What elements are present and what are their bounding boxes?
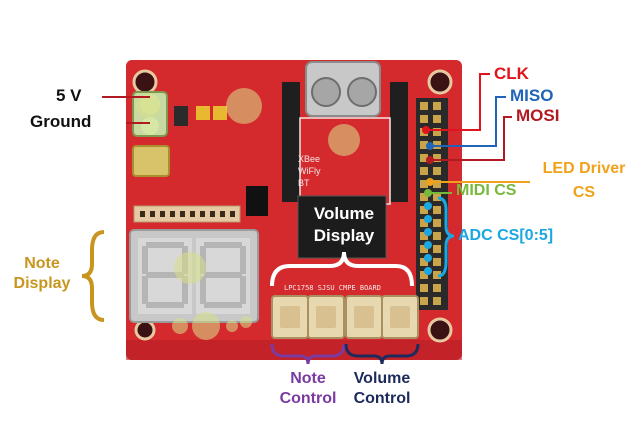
female-header-hole: [220, 211, 225, 217]
female-header-hole: [140, 211, 145, 217]
capacitor: [213, 106, 227, 120]
header-pin: [433, 284, 441, 292]
volume-display-label: Volume Display: [292, 204, 396, 245]
clk-pin-dot: [422, 126, 430, 134]
volume-control-label: Volume Control: [334, 370, 430, 409]
female-header-hole: [160, 211, 165, 217]
header-pin: [433, 206, 441, 214]
capacitor: [196, 106, 210, 120]
header-pin: [433, 102, 441, 110]
push-buttons: [271, 295, 419, 339]
mosi-pin-dot: [426, 156, 434, 164]
miso-pointer: [432, 96, 506, 147]
header-pin: [433, 219, 441, 227]
female-header: [133, 205, 241, 223]
note-control-line1: Note: [290, 370, 326, 387]
header-pin: [420, 193, 428, 201]
header-pin: [433, 271, 441, 279]
header-pin: [420, 102, 428, 110]
mosi-label: MOSI: [516, 106, 560, 125]
miso-pin-dot: [426, 142, 434, 150]
female-header-hole: [150, 211, 155, 217]
female-header-hole: [170, 211, 175, 217]
miso-label: MISO: [510, 86, 554, 105]
adc-cs-pin-dots: [424, 202, 432, 275]
volume-display-line2: Display: [313, 225, 375, 245]
midi-cs-label: MIDI CS: [456, 182, 517, 199]
header-pins: [420, 102, 441, 305]
mosi-pointer: [432, 116, 512, 161]
header-pin: [420, 232, 428, 240]
note-control-label: Note Control: [260, 370, 356, 409]
clk-pointer: [428, 73, 490, 131]
header-pin: [420, 167, 428, 175]
female-header-hole: [180, 211, 185, 217]
header-pin: [420, 141, 428, 149]
ground-label: Ground: [30, 112, 92, 131]
clk-label: CLK: [494, 64, 529, 83]
highlight-markers: [136, 88, 360, 340]
note-display-label: Note Display: [4, 255, 80, 294]
header-pin: [433, 128, 441, 136]
led-driver-cs-line2: CS: [572, 184, 596, 202]
mcu-chip: [297, 195, 387, 259]
header-pin: [433, 167, 441, 175]
board-silkscreen: LPC1758 SJSU CMPE BOARD: [284, 284, 381, 292]
header-pin: [420, 297, 428, 305]
header-pin: [433, 154, 441, 162]
header-pin: [433, 193, 441, 201]
xbee-socket: [282, 82, 408, 205]
note-control-line2: Control: [279, 390, 337, 408]
five-v-label: 5 V: [56, 86, 82, 105]
female-header-hole: [190, 211, 195, 217]
volume-control-line1: Volume: [353, 370, 411, 387]
battery-holder: [305, 61, 381, 117]
wifly-label: WiFly: [298, 166, 321, 176]
transistor: [246, 186, 268, 216]
mounting-holes: [132, 69, 453, 343]
led-driver-cs-label: LED Driver CS: [534, 160, 634, 203]
female-header-holes: [140, 211, 235, 217]
xbee-label: XBee: [298, 154, 320, 164]
header-pin: [433, 297, 441, 305]
female-header-hole: [230, 211, 235, 217]
header-pin: [433, 245, 441, 253]
header-pin: [420, 258, 428, 266]
note-display-line2: Display: [13, 275, 71, 293]
header-pin: [420, 115, 428, 123]
midi-cs-pin-dot: [424, 189, 432, 197]
led-driver-cs-pin-dot: [426, 178, 434, 186]
header-pin: [433, 180, 441, 188]
volume-control-brace: [344, 343, 420, 365]
note-control-brace: [270, 343, 346, 365]
volume-control-line2: Control: [353, 390, 411, 408]
note-display-brace: [81, 230, 105, 322]
header-pin: [433, 232, 441, 240]
header-pin: [433, 258, 441, 266]
note-display-line1: Note: [24, 255, 60, 272]
header-pin: [420, 154, 428, 162]
header-pin: [420, 206, 428, 214]
header-pin: [420, 245, 428, 253]
female-header-hole: [210, 211, 215, 217]
bt-label: BT: [298, 178, 310, 188]
header-pin: [420, 219, 428, 227]
adc-cs-label: ADC CS[0:5]: [458, 227, 554, 244]
header-pin: [433, 115, 441, 123]
female-header-hole: [200, 211, 205, 217]
header-pin: [420, 271, 428, 279]
adc-cs-brace: [437, 196, 455, 278]
header-pin: [420, 284, 428, 292]
seven-segment-display: [129, 229, 259, 323]
led-driver-cs-line1: LED Driver: [542, 160, 626, 177]
usb-connector: [132, 145, 170, 177]
header-pin: [420, 180, 428, 188]
pcb-shadow: [126, 340, 462, 360]
volume-display-line1: Volume: [313, 204, 375, 223]
volume-display-brace: [270, 251, 414, 287]
